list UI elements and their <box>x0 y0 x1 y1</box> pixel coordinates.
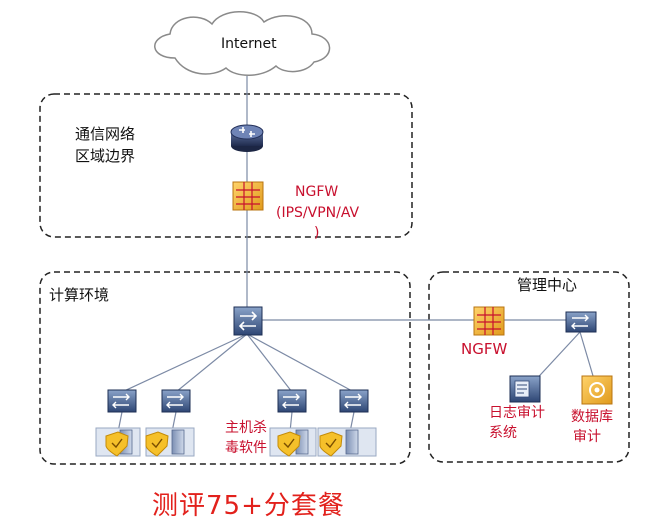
access-switch-icon <box>161 389 191 413</box>
core-switch-icon <box>233 306 263 336</box>
mgmt-switch-icon <box>565 311 597 333</box>
firewall-top-icon <box>232 181 264 211</box>
db-audit-label-1: 数据库 <box>571 409 613 425</box>
access-switch-icon <box>339 389 369 413</box>
log-audit-label-2: 系统 <box>489 425 517 441</box>
boundary-zone-frame <box>39 93 413 238</box>
internet-cloud <box>154 11 331 76</box>
log-audit-icon <box>509 375 541 403</box>
mgmt-zone-title: 管理中心 <box>517 276 578 294</box>
shield-icon <box>277 431 301 457</box>
ngfw-top-line-3: ) <box>314 225 320 241</box>
log-audit-label-1: 日志审计 <box>489 405 545 421</box>
ngfw-mgmt-label: NGFW <box>461 340 508 358</box>
firewall-mgmt-icon <box>473 306 505 336</box>
shield-icon <box>105 431 129 457</box>
boundary-zone-title-2: 区域边界 <box>75 147 136 165</box>
ngfw-top-line-1: NGFW <box>295 184 339 200</box>
access-switch-icon <box>277 389 307 413</box>
access-switch-icon <box>107 389 137 413</box>
db-audit-icon <box>581 375 613 405</box>
shield-icon <box>145 431 169 457</box>
ngfw-top-line-2: (IPS/VPN/AV <box>276 205 360 221</box>
av-label-line-1: 主机杀 <box>225 420 267 436</box>
router-icon <box>230 124 264 152</box>
boundary-zone-title-1: 通信网络 <box>75 125 136 143</box>
footer-package-title: 测评75+分套餐 <box>152 491 345 521</box>
mgmt-zone-frame <box>428 271 630 463</box>
shield-icon <box>319 431 343 457</box>
internet-label: Internet <box>221 36 277 52</box>
db-audit-label-2: 审计 <box>573 429 601 445</box>
av-label-line-2: 毒软件 <box>225 440 267 456</box>
compute-zone-frame <box>39 271 411 465</box>
compute-zone-title: 计算环境 <box>49 286 110 304</box>
